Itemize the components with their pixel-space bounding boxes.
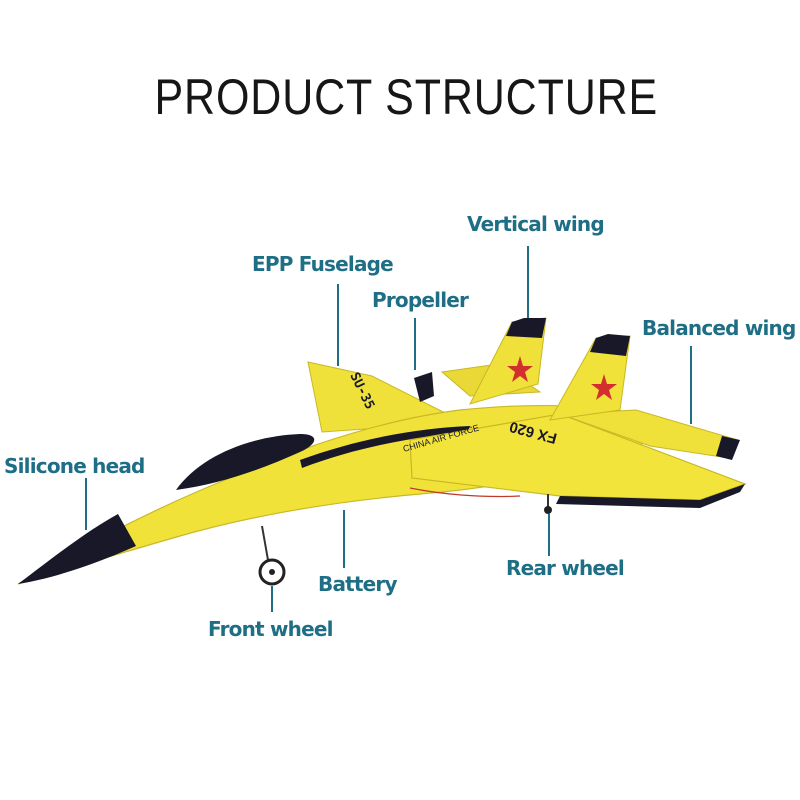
label-epp-fuselage: EPP Fuselage (252, 252, 394, 276)
vertical-wing-right-tip (590, 334, 630, 356)
leader-front-wheel (271, 586, 273, 612)
label-vertical-wing: Vertical wing (467, 212, 605, 236)
canopy (176, 434, 315, 490)
leader-rear-wheel (548, 514, 550, 556)
leader-propeller (414, 318, 416, 370)
label-front-wheel: Front wheel (208, 617, 333, 641)
leader-silicone-head (85, 478, 87, 530)
label-propeller: Propeller (372, 288, 469, 312)
silicone-head (18, 514, 136, 584)
vertical-wing-left-tip (506, 318, 546, 338)
right-wing-edge (556, 484, 745, 508)
front-wheel-hub (269, 569, 275, 575)
label-battery: Battery (318, 572, 398, 596)
propeller-icon (414, 372, 434, 402)
rear-wheel (544, 506, 552, 514)
balanced-wing-tip (716, 436, 740, 460)
battery-wires (409, 487, 521, 498)
label-balanced-wing: Balanced wing (642, 316, 796, 340)
front-wheel-strut (261, 525, 269, 561)
leader-epp-fuselage (337, 284, 339, 366)
leader-vertical-wing (527, 246, 529, 318)
star-icon (507, 356, 533, 382)
page-title: PRODUCT STRUCTURE (154, 69, 659, 125)
front-wheel (258, 558, 286, 586)
star-icon (591, 374, 617, 400)
label-silicone-head: Silicone head (4, 454, 145, 478)
label-rear-wheel: Rear wheel (506, 556, 625, 580)
leader-battery (343, 510, 345, 568)
leader-balanced-wing (690, 346, 692, 424)
